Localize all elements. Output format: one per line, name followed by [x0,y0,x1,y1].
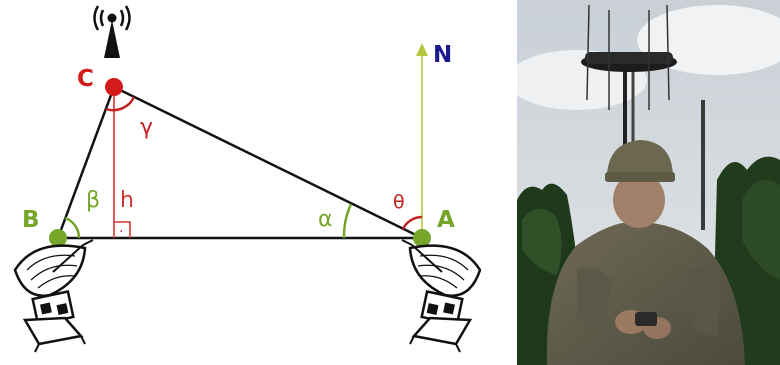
angle-label-beta: β [86,188,100,213]
north-label: N [433,42,452,68]
point-a [413,229,431,247]
point-c [105,78,123,96]
triangulation-diagram: · N C B A γ β h α θ [13,5,482,353]
radio-tower-icon [93,5,131,58]
angle-label-theta: θ [393,191,405,213]
north-arrow [416,43,428,238]
right-angle-marker [114,221,131,238]
angle-label-alpha: α [318,207,333,232]
angle-beta-arc [64,216,81,239]
triangle-abc [56,85,423,240]
soldier-figure [546,140,745,365]
right-angle-dot: · [119,224,123,240]
point-label-a: A [437,207,455,233]
point-label-b: B [22,207,40,233]
angle-theta-arc [401,215,423,230]
side-bc [56,86,116,239]
height-label: h [120,188,134,213]
angle-alpha-arc [342,203,353,239]
point-label-c: C [77,66,94,92]
soldier-with-antenna-photo [517,0,780,365]
angle-gamma-arc [105,96,136,112]
side-ca [113,85,423,240]
satellite-dish-icon [401,239,482,353]
angle-label-gamma: γ [140,115,153,140]
point-b [49,229,67,247]
satellite-dish-icon [13,239,94,353]
